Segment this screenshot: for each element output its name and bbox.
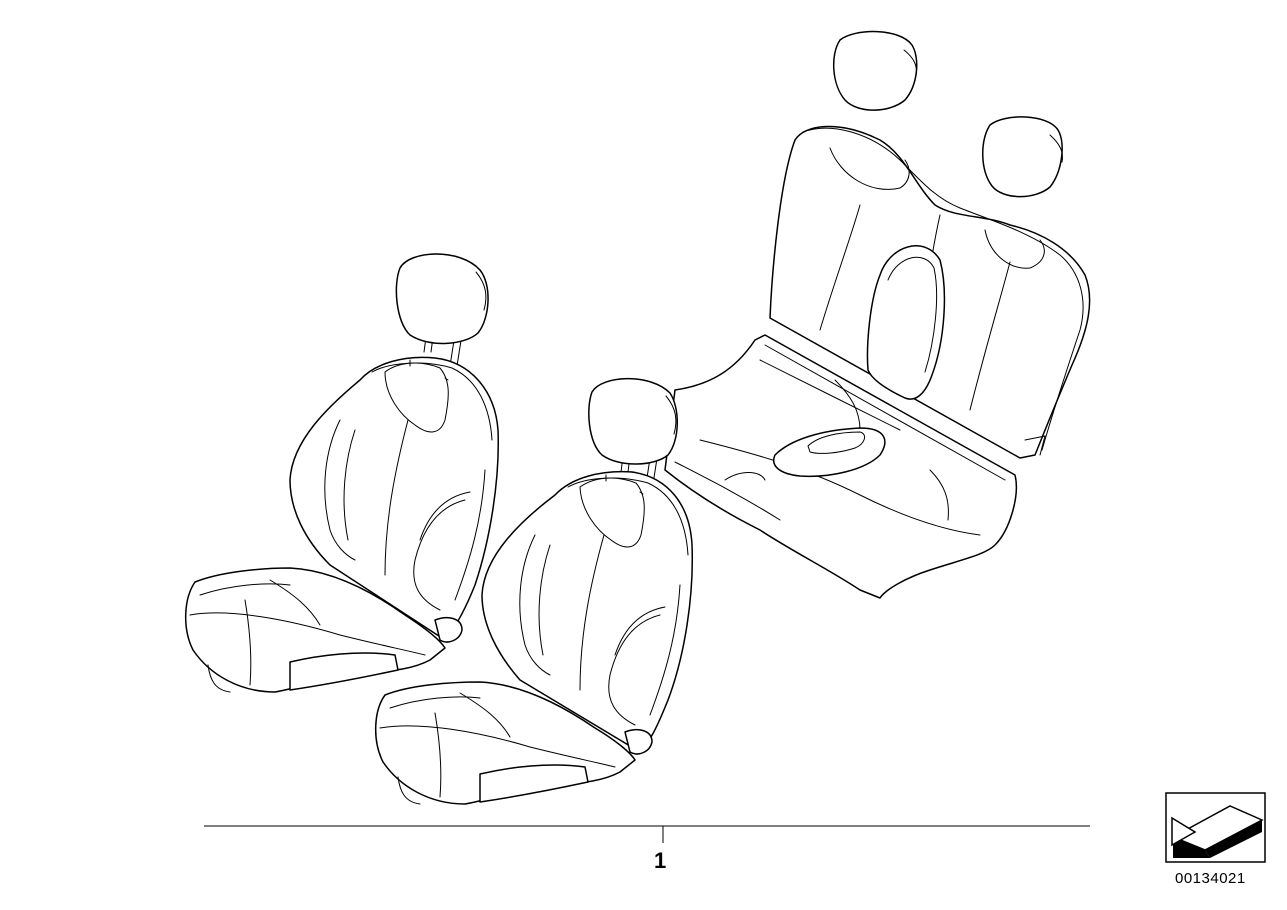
callout-bracket <box>204 825 1090 843</box>
image-number: 00134021 <box>1175 870 1246 887</box>
rear-headrest-left[interactable] <box>832 30 918 111</box>
arrow-icon[interactable] <box>1165 792 1266 863</box>
backrest-left[interactable] <box>289 356 500 641</box>
rear-cushion[interactable] <box>664 334 1017 599</box>
rear-headrest-right[interactable] <box>982 116 1063 198</box>
cushion-left[interactable] <box>184 567 463 693</box>
headrest-right[interactable] <box>588 377 678 485</box>
headrest-left[interactable] <box>395 253 489 367</box>
rear-backrest[interactable] <box>769 125 1091 459</box>
callout-label-1[interactable]: 1 <box>654 848 667 873</box>
backrest-right[interactable] <box>481 470 694 753</box>
front-seat-left[interactable] <box>184 253 500 693</box>
front-seat-right[interactable] <box>374 377 694 805</box>
rear-bench-seat[interactable] <box>664 30 1091 599</box>
cushion-right[interactable] <box>374 681 653 805</box>
